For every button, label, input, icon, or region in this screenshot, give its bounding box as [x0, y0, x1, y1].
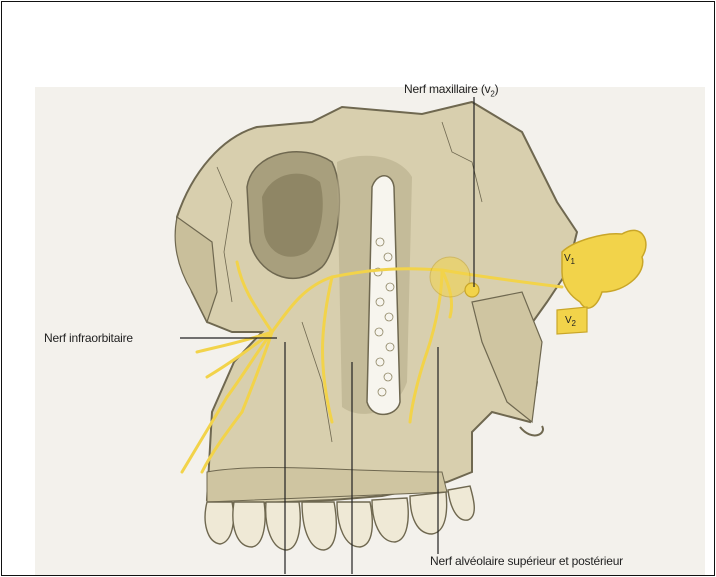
label-v2: V2 — [565, 315, 576, 328]
label-infraorbital-nerve: Nerf infraorbitaire — [44, 331, 133, 345]
label-v1: V1 — [564, 253, 575, 266]
label-posterior-superior-alveolar-nerve: Nerf alvéolaire supérieur et postérieur — [430, 554, 623, 568]
label-maxillary-nerve: Nerf maxillaire (v2) — [404, 82, 498, 98]
posterior-hook — [520, 426, 543, 435]
pterygopalatine-ganglion — [430, 257, 470, 297]
bone-cut-section — [367, 176, 400, 415]
